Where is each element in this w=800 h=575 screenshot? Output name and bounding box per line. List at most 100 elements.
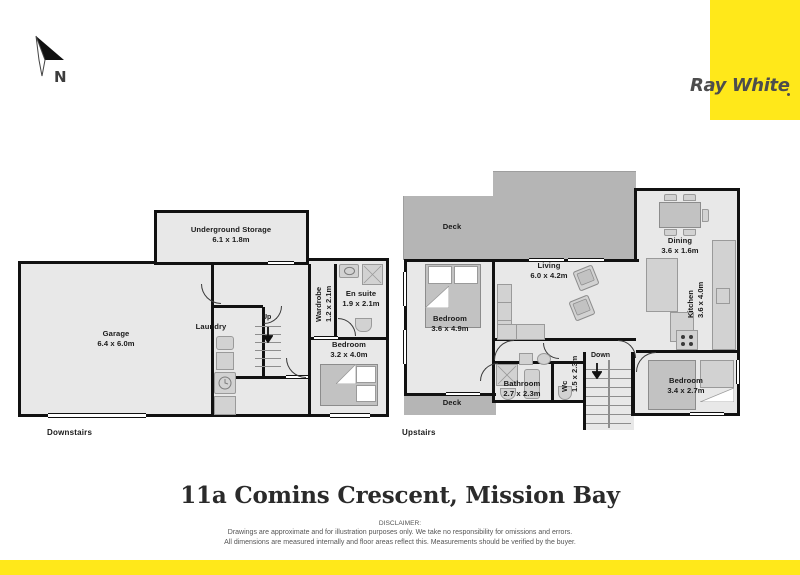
deck-fill-top-strip (493, 172, 636, 260)
north-arrow-icon: N (35, 35, 67, 86)
wall-garage-laundry (211, 264, 214, 416)
dining-chair-icon-1 (664, 194, 677, 201)
room-label-wc-dim: 1.5 x 2.3m (570, 355, 579, 392)
laundry-washer-icon (216, 352, 234, 370)
window-bedroom-up-bottom (446, 392, 480, 396)
bathroom-toilet-icon (500, 388, 516, 400)
pillow-icon-upstairs-2 (454, 266, 478, 284)
ensuite-toilet-icon (355, 318, 372, 332)
wall-bedroom-living (492, 262, 495, 366)
room-label-kitchen: Kitchen (686, 290, 695, 318)
window-bedroom-right-bottom (690, 412, 724, 416)
wall-upstairs-right (737, 188, 740, 416)
disclaimer-line-2: All dimensions are measured internally a… (224, 538, 576, 546)
window-storage-1 (268, 261, 294, 265)
ensuite-basin-icon (344, 266, 355, 276)
wardrobe-icon-bedroom-right (700, 360, 734, 388)
wall-storage-bottom-left (154, 262, 270, 265)
bathtub-icon (524, 369, 540, 399)
wall-garage-bottom (18, 414, 389, 417)
wall-storage-right (306, 210, 309, 265)
disclaimer-heading: DISCLAIMER: (378, 520, 422, 527)
stair-label-up: Up (262, 314, 272, 321)
stair-stringer (608, 360, 610, 428)
room-label-bedroom-downstairs: Bedroom 3.2 x 4.0m (330, 340, 368, 359)
duvet-fold-icon-downstairs (336, 364, 357, 384)
deck-fill-upper (404, 196, 500, 260)
wall-bath-wc (551, 362, 554, 402)
wall-wardrobe-ensuite (334, 264, 337, 336)
wall-core-top (306, 258, 389, 261)
pillow-icon-downstairs (356, 366, 376, 383)
bed-icon-bedroom-right (648, 360, 696, 410)
wall-dining-left (634, 188, 637, 262)
shelving-divider-2 (497, 320, 512, 321)
wall-bedroom-right-bottom (634, 413, 740, 416)
dining-chair-icon-3 (664, 229, 677, 236)
room-label-underground-storage: Underground Storage 6.1 x 1.8m (190, 225, 272, 244)
sofa-cushion-line (516, 324, 517, 340)
laundry-dryer-drum-icon (218, 376, 232, 390)
room-fill-underground-storage (156, 212, 307, 264)
bathroom-basin-icon (537, 353, 551, 365)
room-label-living: Living 6.0 x 4.2m (530, 261, 568, 280)
wall-storage-top (154, 210, 309, 213)
wall-stairwell-left (583, 352, 586, 430)
room-label-kitchen-dim: 3.6 x 4.0m (696, 281, 705, 318)
room-label-wc: Wc (560, 380, 569, 392)
wall-laundry-stair (211, 305, 263, 308)
armchair-icon-2 (569, 295, 595, 321)
dining-chair-icon-4 (683, 229, 696, 236)
window-bedroom-up-left-2 (403, 330, 407, 364)
stair-tread (255, 350, 281, 351)
wall-hall-right-edge (584, 338, 636, 341)
room-label-bedroom-right: Bedroom 3.4 x 2.7m (667, 376, 705, 395)
room-fill-hall (494, 340, 636, 364)
wall-living-top (493, 259, 639, 262)
stair-up-arrow-icon (263, 327, 273, 343)
window-living-top-2 (568, 258, 604, 262)
floor-label-upstairs: Upstairs (402, 428, 436, 437)
stair-label-down: Down (591, 352, 611, 359)
wall-corridor-bottom (213, 376, 309, 379)
dining-chair-icon-5 (702, 209, 709, 222)
room-label-bathroom: Bathroom 2.7 x 2.3m (503, 379, 541, 398)
window-right-wall (736, 360, 740, 384)
wall-bath-bottom (492, 400, 586, 403)
cooktop-burners-icon (681, 335, 693, 346)
wall-bedroom-left (308, 337, 311, 417)
stair-tread (255, 358, 281, 359)
compass-rose: N (30, 30, 80, 92)
pillow2-icon-downstairs (356, 385, 376, 402)
wall-dining-top (634, 188, 740, 191)
wall-garage-top (18, 261, 156, 264)
wall-ensuite-bottom (308, 337, 388, 340)
room-fill-wardrobe (309, 260, 337, 340)
wall-hall-bedroom (308, 264, 311, 340)
window-ensuite (314, 336, 338, 340)
wc-toilet-icon (558, 386, 572, 400)
room-label-dining: Dining 3.6 x 1.6m (661, 236, 699, 255)
floor-label-downstairs: Downstairs (47, 428, 93, 437)
ensuite-shower-glyph-icon (363, 265, 382, 284)
logo-dot (787, 93, 790, 96)
wall-storage-left (154, 210, 157, 265)
room-fill-garage (20, 263, 213, 415)
duvet-fold-icon-bedroom-right (700, 388, 734, 402)
armchair-icon-1 (573, 265, 599, 291)
kitchen-bench-left-icon (646, 258, 678, 312)
disclaimer-block: DISCLAIMER: Drawings are approximate and… (0, 519, 800, 547)
wall-bedroom-right-left (632, 352, 635, 414)
wall-kitchen-bottom (636, 350, 738, 353)
room-label-deck-upper: Deck (442, 222, 462, 231)
window-bedroom-downstairs (330, 413, 370, 418)
window-bedroom-up-left-1 (403, 272, 407, 306)
dining-chair-icon-2 (683, 194, 696, 201)
ray-white-logo: Ray White (690, 75, 790, 96)
floor-plan-downstairs: Up Underground Storage 6.1 x 1.8m Garage… (0, 0, 400, 460)
staircase-upstairs (586, 360, 631, 428)
stair-down-arrow-icon (592, 363, 602, 379)
room-label-ensuite: En suite 1.9 x 2.1m (342, 289, 380, 308)
kitchen-sink-icon (716, 288, 730, 304)
laundry-tub-icon (216, 336, 234, 350)
